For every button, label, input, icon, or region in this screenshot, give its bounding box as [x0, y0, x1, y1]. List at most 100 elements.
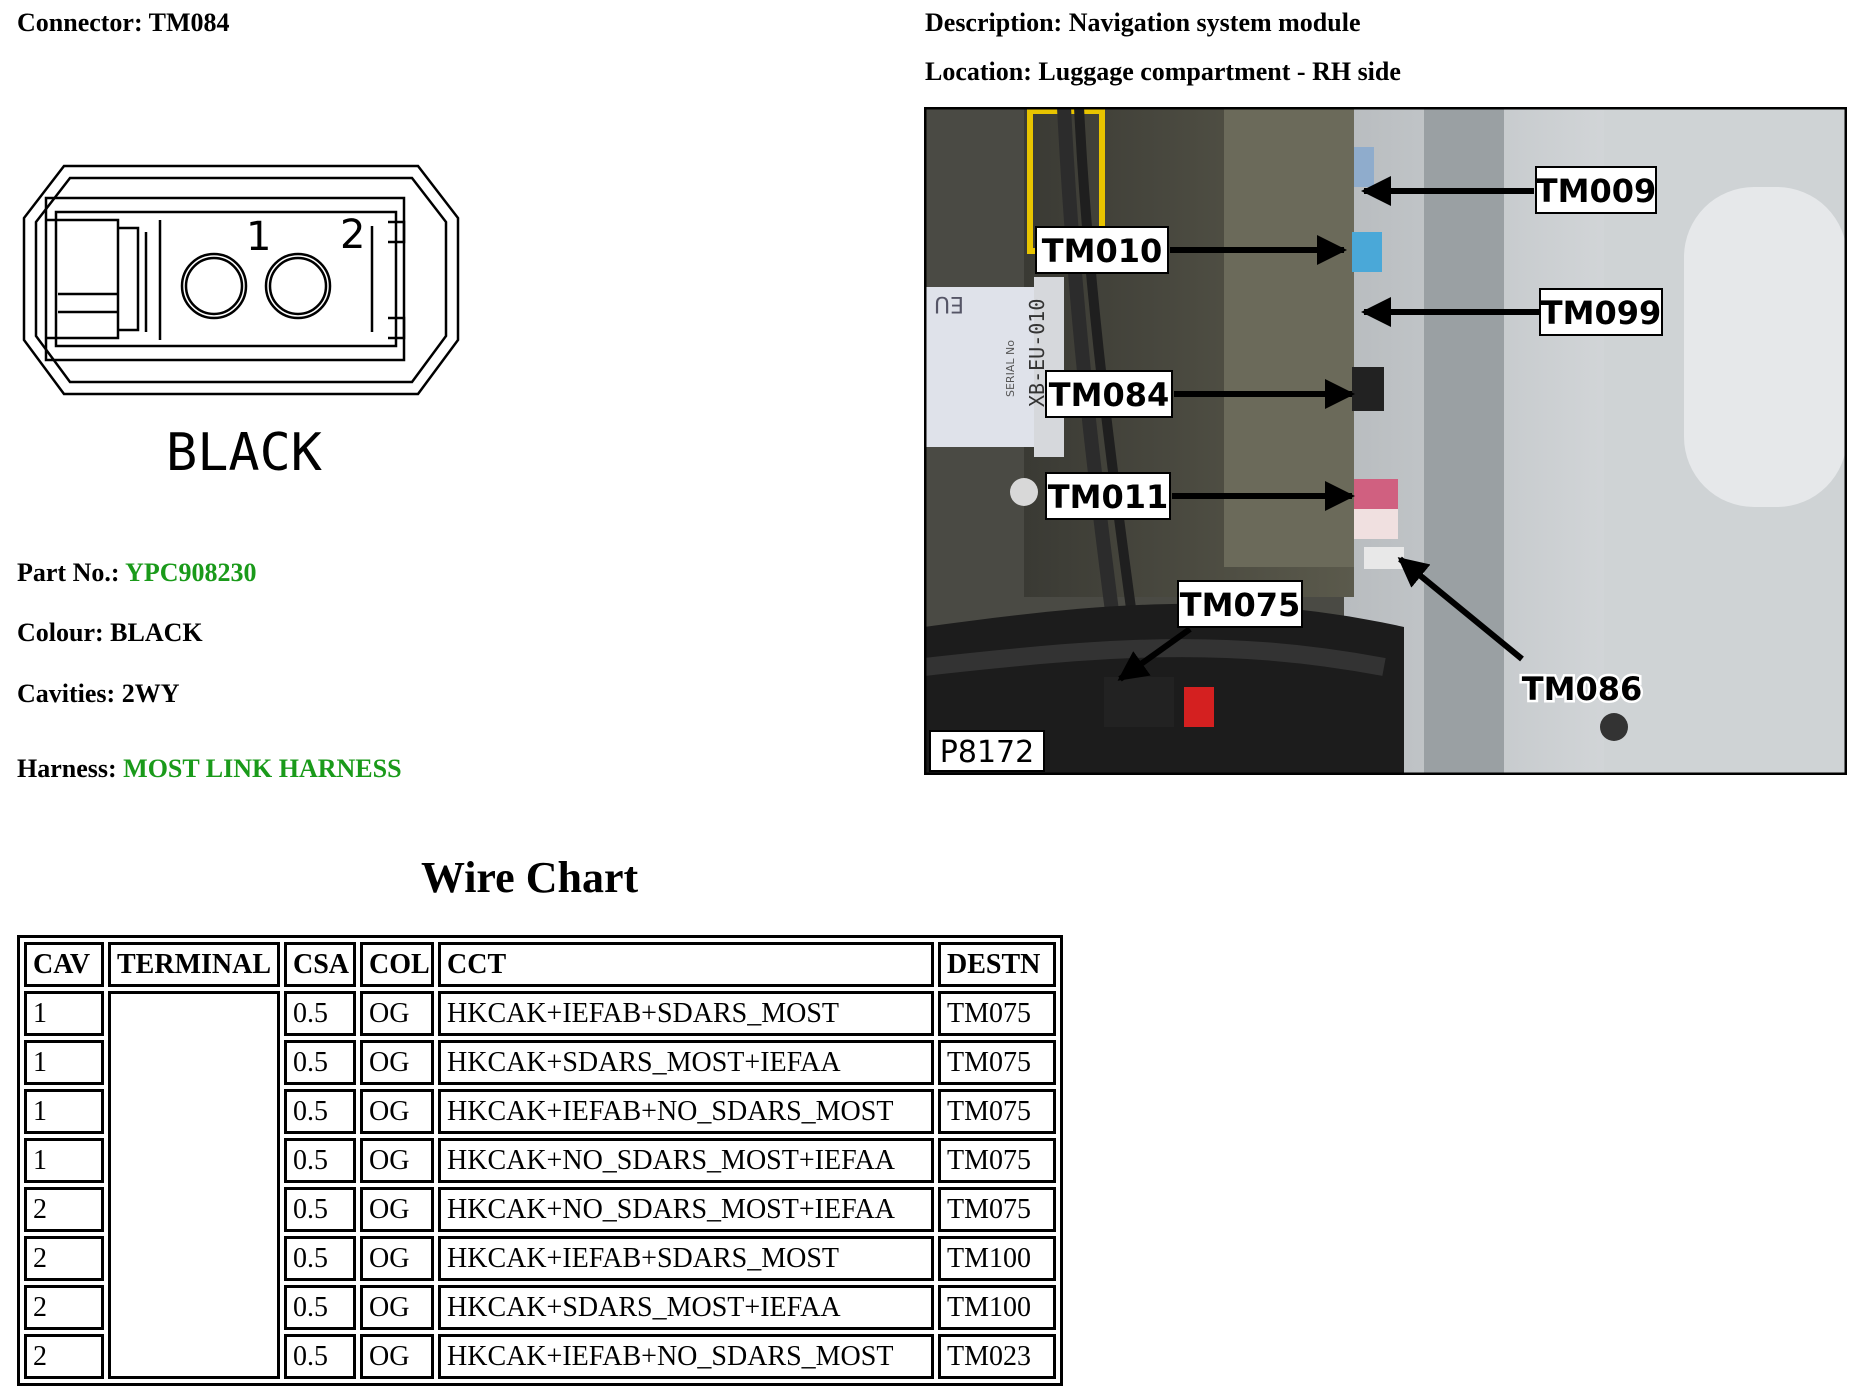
- cell-cct: HKCAK+IEFAB+SDARS_MOST: [438, 1236, 934, 1281]
- callout-tm086: TM086: [1397, 556, 1645, 711]
- table-row: 1 0.5 OG HKCAK+IEFAB+SDARS_MOST TM075: [24, 991, 1056, 1379]
- photo-reference-text: P8172: [940, 735, 1034, 770]
- cell-cav: 2: [24, 1334, 104, 1379]
- connector-label: Connector:: [17, 8, 143, 37]
- connector-outline: [22, 164, 460, 396]
- cell-col: OG: [360, 991, 434, 1036]
- cell-cav: 1: [24, 1138, 104, 1183]
- cell-cav: 1: [24, 1089, 104, 1134]
- cell-cav: 2: [24, 1285, 104, 1330]
- callout-tm009-text: TM009: [1536, 172, 1656, 210]
- cell-cav: 2: [24, 1187, 104, 1232]
- table-row: 1 0.5 OG HKCAK+IEFAB+NO_SDARS_MOST TM075: [24, 1089, 1056, 1134]
- cell-destn: TM023: [938, 1334, 1056, 1379]
- wire-chart-table: CAV TERMINAL CSA COL CCT DESTN 1 0.5 OG …: [17, 935, 1063, 1386]
- cell-col: OG: [360, 1334, 434, 1379]
- cell-csa: 0.5: [284, 1285, 356, 1330]
- harness-label: Harness:: [17, 754, 117, 783]
- cell-cct: HKCAK+NO_SDARS_MOST+IEFAA: [438, 1138, 934, 1183]
- header-col: COL: [360, 942, 434, 987]
- table-row: 1 0.5 OG HKCAK+SDARS_MOST+IEFAA TM075: [24, 1040, 1056, 1085]
- connector-title: Connector: TM084: [17, 8, 230, 38]
- cell-destn: TM100: [938, 1285, 1056, 1330]
- location-photo: XB-EU-010 SERIAL No EU TM009 TM010 TM099…: [924, 107, 1847, 775]
- cavity-2: [264, 252, 332, 320]
- cell-destn: TM075: [938, 1187, 1056, 1232]
- table-row: 2 0.5 OG HKCAK+NO_SDARS_MOST+IEFAA TM075: [24, 1187, 1056, 1232]
- callout-tm075-text: TM075: [1180, 586, 1300, 624]
- table-row: 2 0.5 OG HKCAK+SDARS_MOST+IEFAA TM100: [24, 1285, 1056, 1330]
- callout-tm010-text: TM010: [1042, 232, 1162, 270]
- callout-tm011-text: TM011: [1048, 478, 1168, 516]
- cell-cct: HKCAK+IEFAB+NO_SDARS_MOST: [438, 1089, 934, 1134]
- header-cav: CAV: [24, 942, 104, 987]
- table-row: 2 0.5 OG HKCAK+IEFAB+SDARS_MOST TM100: [24, 1236, 1056, 1281]
- colour-line: Colour: BLACK: [17, 618, 203, 648]
- cell-cct: HKCAK+NO_SDARS_MOST+IEFAA: [438, 1187, 934, 1232]
- callout-tm011: TM011: [1045, 472, 1355, 520]
- cell-csa: 0.5: [284, 1334, 356, 1379]
- photo-reference: P8172: [929, 730, 1045, 772]
- location-label: Location:: [925, 57, 1032, 86]
- cell-csa: 0.5: [284, 1236, 356, 1281]
- cavities-label: Cavities:: [17, 679, 116, 708]
- cell-col: OG: [360, 1138, 434, 1183]
- callout-tm086-text: TM086: [1522, 670, 1642, 708]
- callout-tm009: TM009: [1361, 166, 1657, 214]
- connector-colour-caption: BLACK: [166, 423, 323, 483]
- cell-csa: 0.5: [284, 1138, 356, 1183]
- cell-cav: 1: [24, 1040, 104, 1085]
- description-line: Description: Navigation system module: [925, 8, 1360, 38]
- cell-col: OG: [360, 1040, 434, 1085]
- callout-tm075: TM075: [1117, 580, 1303, 682]
- cell-csa: 0.5: [284, 1089, 356, 1134]
- eu-label-text: EU: [934, 291, 964, 316]
- cavity-1: [180, 252, 248, 320]
- table-row: 2 0.5 OG HKCAK+IEFAB+NO_SDARS_MOST TM023: [24, 1334, 1056, 1379]
- cell-destn: TM075: [938, 1089, 1056, 1134]
- colour-label: Colour:: [17, 618, 104, 647]
- part-number-line: Part No.: YPC908230: [17, 558, 257, 588]
- cell-cct: HKCAK+SDARS_MOST+IEFAA: [438, 1285, 934, 1330]
- cell-cav: 2: [24, 1236, 104, 1281]
- cell-cav: 1: [24, 991, 104, 1036]
- wire-chart-header-row: CAV TERMINAL CSA COL CCT DESTN: [24, 942, 1056, 987]
- callout-tm084: TM084: [1045, 370, 1355, 418]
- description-label: Description:: [925, 8, 1063, 37]
- cell-col: OG: [360, 1089, 434, 1134]
- connector-value: TM084: [148, 8, 230, 37]
- cell-cct: HKCAK+SDARS_MOST+IEFAA: [438, 1040, 934, 1085]
- serial-caption-text: SERIAL No: [1004, 340, 1017, 397]
- header-destn: DESTN: [938, 942, 1056, 987]
- location-line: Location: Luggage compartment - RH side: [925, 57, 1401, 87]
- cell-csa: 0.5: [284, 1187, 356, 1232]
- part-number-label: Part No.:: [17, 558, 120, 587]
- part-number-link[interactable]: YPC908230: [125, 558, 257, 587]
- cell-csa: 0.5: [284, 1040, 356, 1085]
- header-terminal: TERMINAL: [108, 942, 280, 987]
- cell-destn: TM075: [938, 991, 1056, 1036]
- callout-tm099: TM099: [1361, 288, 1663, 336]
- description-value: Navigation system module: [1068, 8, 1361, 37]
- cavities-value: 2WY: [121, 679, 180, 708]
- cell-cct: HKCAK+IEFAB+NO_SDARS_MOST: [438, 1334, 934, 1379]
- cell-destn: TM075: [938, 1040, 1056, 1085]
- header-csa: CSA: [284, 942, 356, 987]
- callout-tm010: TM010: [1035, 226, 1347, 274]
- cell-destn: TM100: [938, 1236, 1056, 1281]
- wire-chart-title: Wire Chart: [421, 853, 639, 902]
- harness-line: Harness: MOST LINK HARNESS: [17, 754, 402, 784]
- header-cct: CCT: [438, 942, 934, 987]
- connector-face-drawing: 1 2 BLACK: [22, 164, 460, 483]
- pin-1-label: 1: [246, 214, 271, 260]
- cell-col: OG: [360, 1285, 434, 1330]
- harness-link[interactable]: MOST LINK HARNESS: [123, 754, 402, 783]
- cell-col: OG: [360, 1236, 434, 1281]
- pin-2-label: 2: [340, 212, 365, 258]
- cell-cct: HKCAK+IEFAB+SDARS_MOST: [438, 991, 934, 1036]
- table-row: 1 0.5 OG HKCAK+NO_SDARS_MOST+IEFAA TM075: [24, 1138, 1056, 1183]
- colour-value: BLACK: [110, 618, 203, 647]
- cell-terminal: [108, 991, 280, 1379]
- cell-col: OG: [360, 1187, 434, 1232]
- cavities-line: Cavities: 2WY: [17, 679, 179, 709]
